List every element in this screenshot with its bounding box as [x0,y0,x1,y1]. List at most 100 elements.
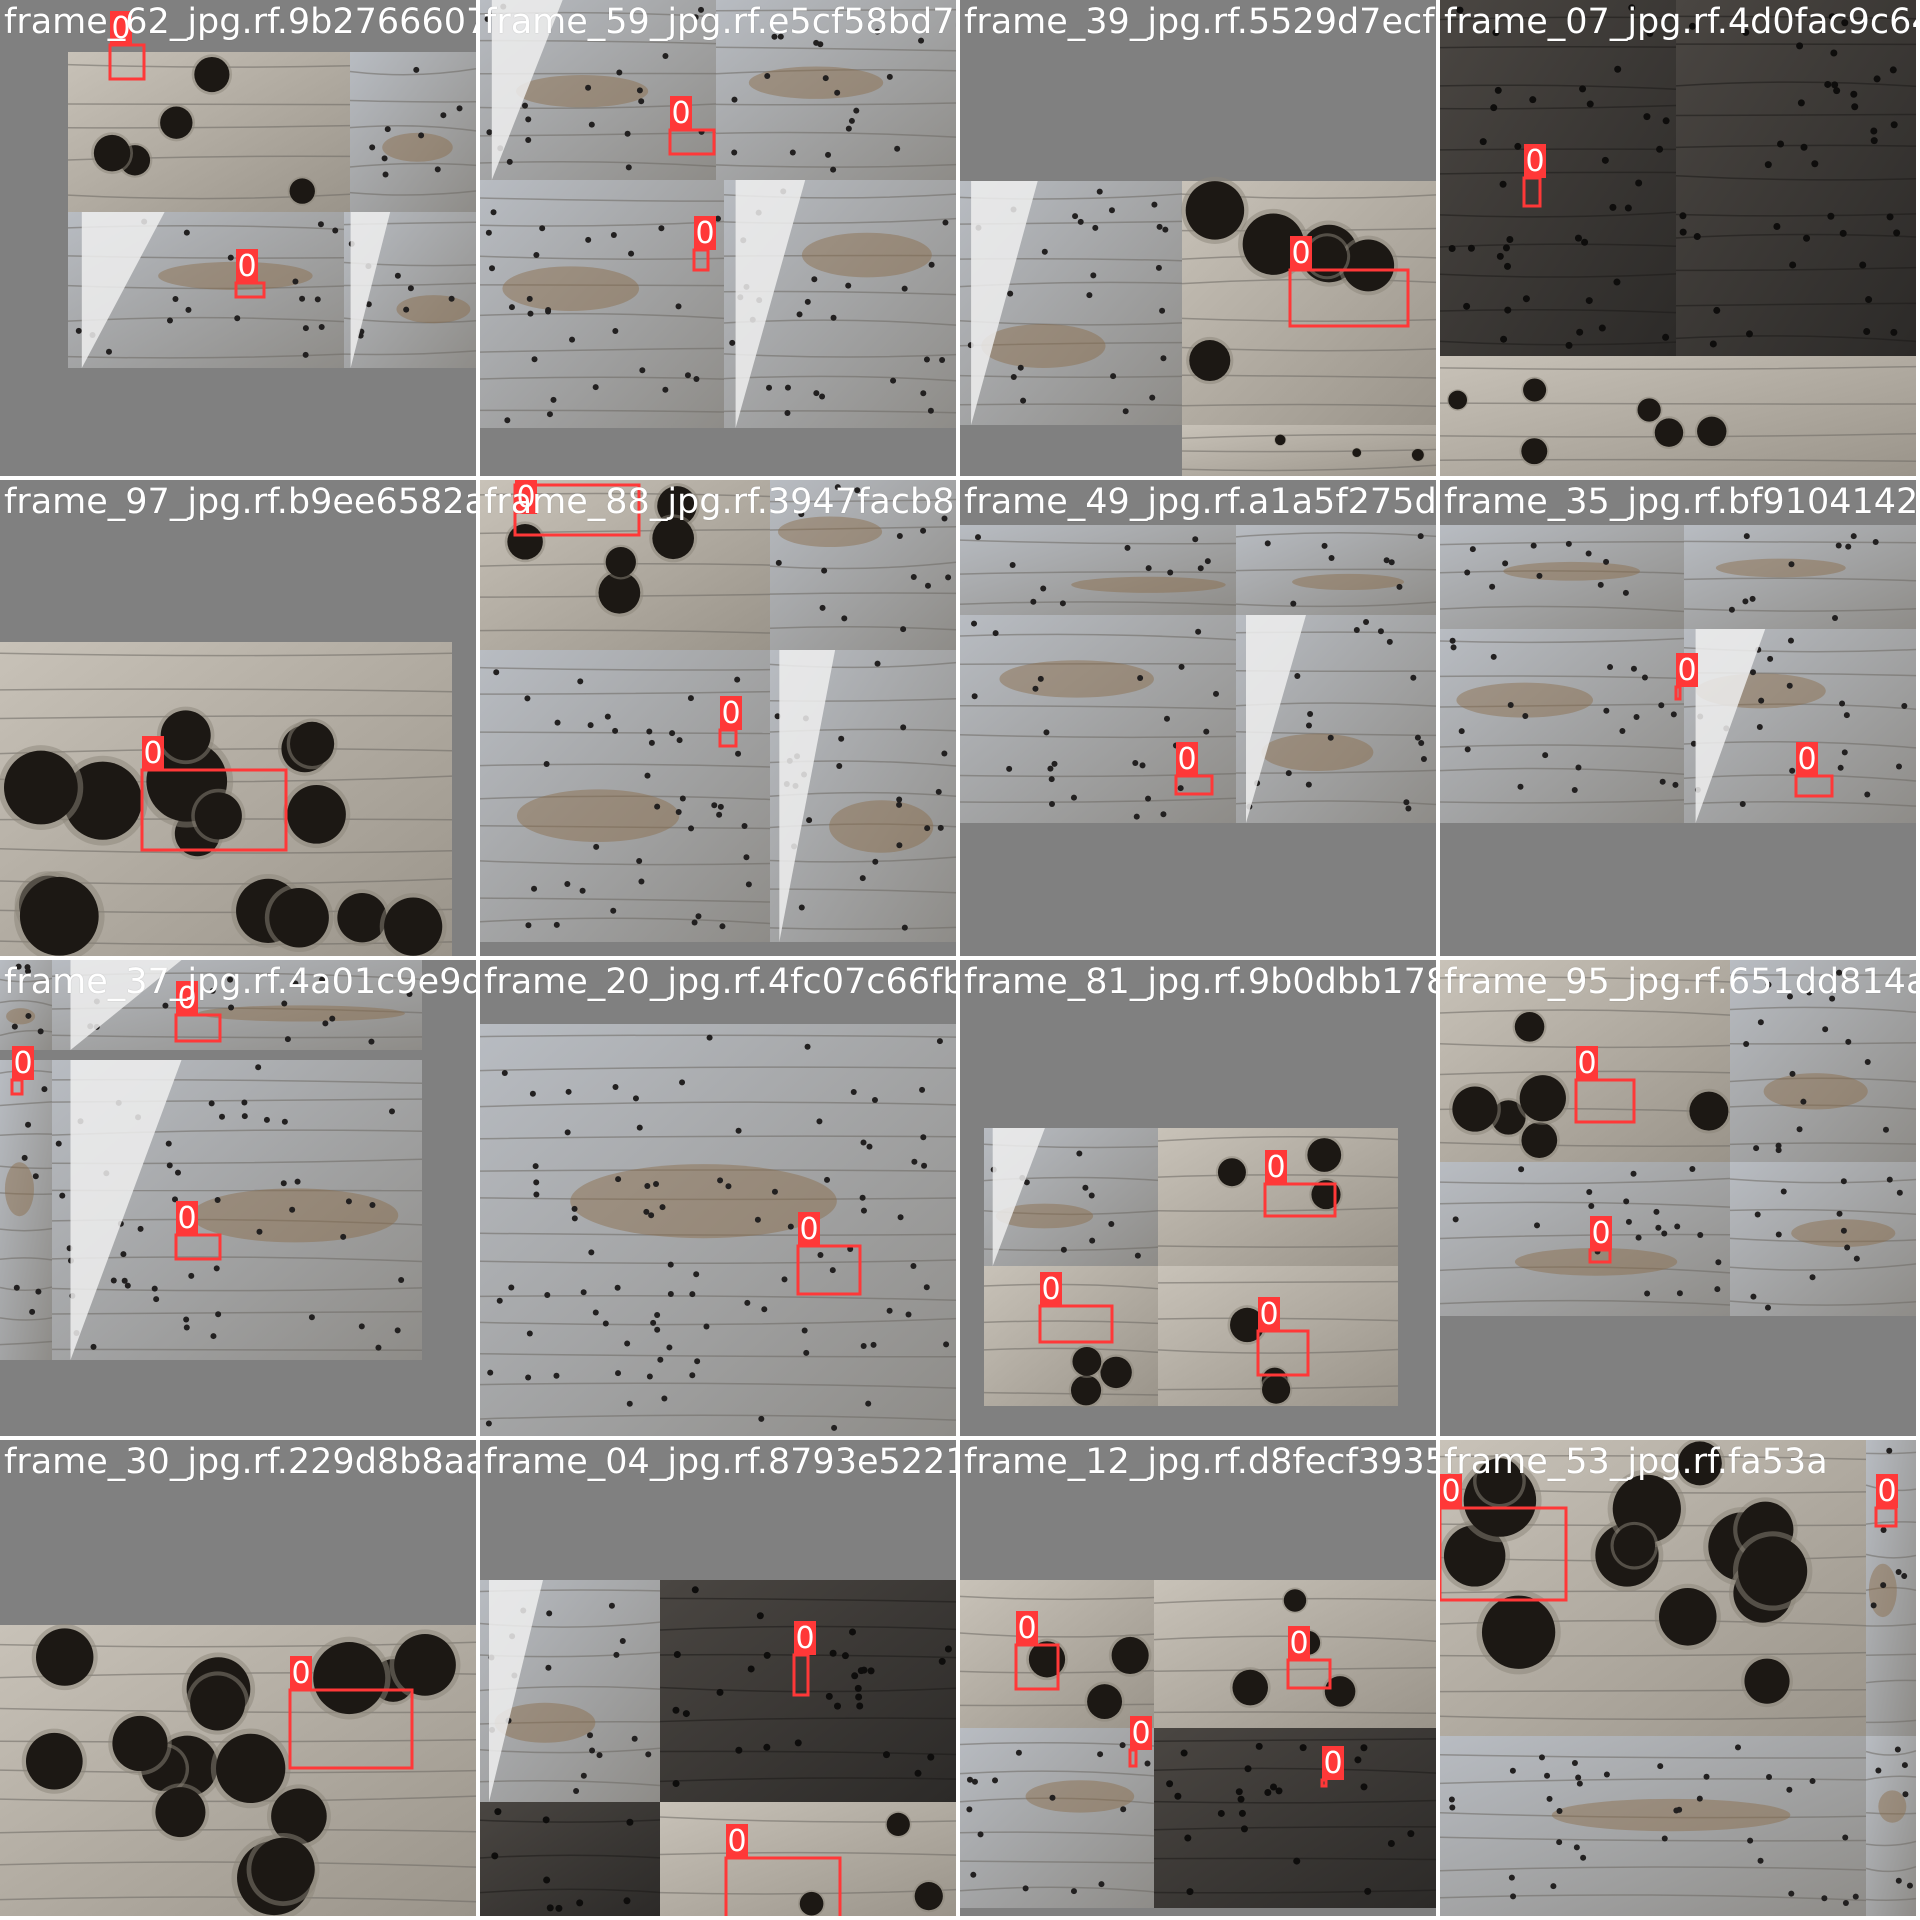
nest-hole [208,1100,215,1107]
nest-hole [1529,96,1537,104]
nest-hole [623,1897,631,1905]
nest-hole [596,1752,603,1759]
class-label: 0 [1041,1272,1060,1307]
class-label: 0 [1797,742,1816,777]
nest-hole [1458,728,1465,735]
nest-hole [287,784,346,844]
nest-hole [1089,1237,1096,1244]
nest-hole [646,728,653,735]
nest-hole [711,802,718,809]
nest-hole [543,1876,551,1884]
nest-hole [1217,1158,1246,1187]
detection: 0 [10,1046,34,1096]
nest-hole [1742,28,1750,36]
nest-hole [585,236,592,243]
nest-hole [1469,546,1476,553]
detection: 0 [1320,1746,1344,1788]
nest-hole [1489,583,1496,590]
nest-hole [923,356,930,363]
nest-hole [592,1309,599,1316]
nest-hole [1230,1307,1265,1343]
nest-hole [384,897,443,956]
nest-hole [1519,1075,1566,1122]
nest-hole [602,1320,609,1327]
nest-hole [110,1277,117,1284]
nest-hole [1662,117,1670,125]
nest-hole [830,166,837,173]
nest-hole [1742,598,1749,605]
nest-hole [1538,1754,1545,1761]
nest-hole [194,792,242,840]
nest-hole [1690,740,1697,747]
nest-hole [819,604,826,611]
nest-hole [1697,1231,1704,1238]
nest-hole [271,1788,327,1845]
nest-hole [856,1702,864,1710]
nest-hole [340,1233,347,1240]
nest-hole [829,1267,836,1274]
nest-hole [1758,697,1765,704]
tile-image: 0 [1440,0,1916,476]
nest-hole [1580,1854,1587,1861]
nest-hole [1656,145,1664,153]
nest-hole [1842,1899,1849,1906]
class-label: 0 [799,1212,818,1247]
nest-hole [1833,87,1841,95]
nest-hole [849,1628,857,1636]
nest-hole [1840,1178,1847,1185]
nest-hole [703,1323,710,1330]
class-tag [1576,1046,1598,1080]
nest-hole [1354,1756,1362,1764]
nest-hole [741,822,748,829]
nest-hole [970,1871,977,1878]
nest-hole [75,327,82,334]
nest-hole [292,278,299,285]
nest-hole [1509,1767,1516,1774]
nest-hole [1800,143,1808,151]
nest-hole [1479,138,1487,146]
detection: 0 [1574,1046,1636,1124]
nest-hole [625,164,632,171]
nest-hole [394,1327,401,1334]
nest-hole [632,1095,639,1102]
nest-hole [1674,1223,1681,1230]
class-label: 0 [237,249,256,284]
nest-hole [638,98,645,105]
nest-hole [646,1373,653,1380]
class-tag [1676,653,1698,687]
nest-hole [1262,1375,1291,1404]
nest-hole [1327,734,1334,741]
nest-hole [1859,261,1867,269]
nest-hole [1166,1780,1174,1788]
image-panel-dark [480,1802,661,1916]
nest-hole [1880,1582,1887,1589]
nest-hole [652,517,695,560]
nest-hole [661,1395,668,1402]
nest-hole [166,1162,173,1169]
nest-hole [544,1292,551,1299]
nest-hole [886,1812,910,1837]
nest-hole [1203,728,1210,735]
nest-hole [935,788,942,795]
nest-hole [1307,711,1314,718]
nest-hole [1232,1669,1268,1706]
nest-hole [565,1088,572,1095]
nest-hole [35,1288,42,1295]
nest-hole [219,1113,226,1120]
nest-hole [1579,85,1587,93]
nest-hole [717,803,724,810]
nest-hole [1189,340,1231,382]
nest-hole [1363,619,1370,626]
class-tag [12,1046,34,1080]
nest-hole [21,1154,28,1161]
nest-hole [533,1179,540,1186]
nest-hole [489,265,496,272]
class-label: 0 [727,1824,746,1859]
image-panel-dark [1440,0,1677,356]
nest-hole [860,1207,867,1214]
nest-hole [1464,569,1471,576]
nest-hole [1622,589,1629,596]
class-label: 0 [177,1201,196,1236]
nest-hole [215,1311,222,1318]
